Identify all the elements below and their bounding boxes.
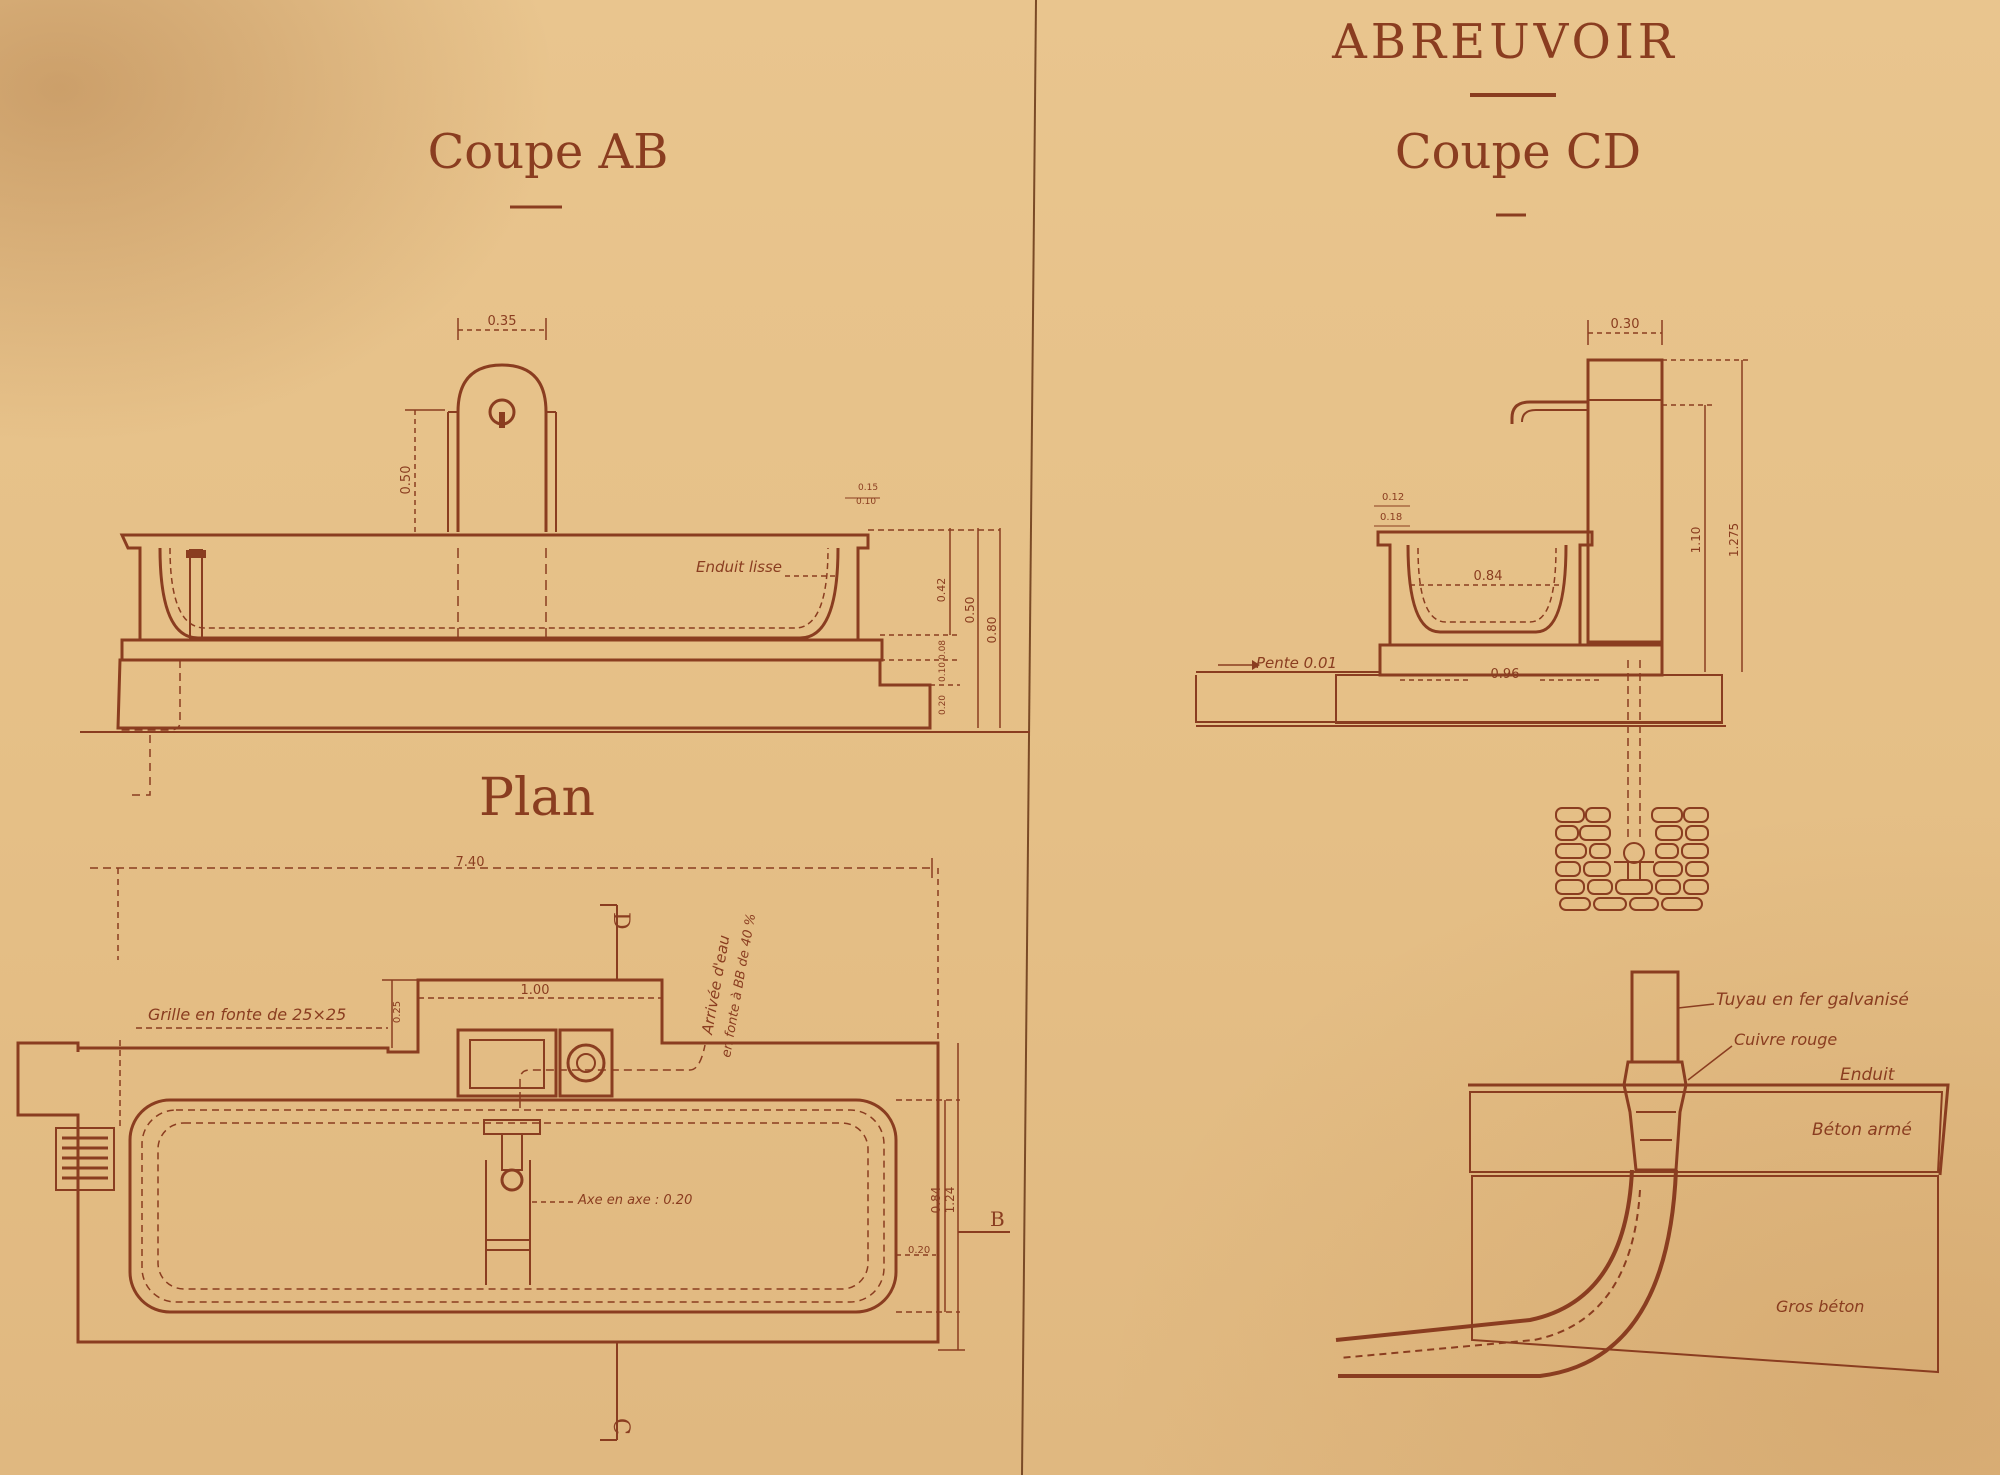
- section-marker-d: D: [608, 912, 633, 930]
- label-pente: Pente 0.01: [1256, 654, 1337, 672]
- label-axe: Axe en axe : 0.20: [577, 1193, 692, 1208]
- plan-drawing: Axe en axe : 0.20 Grille en fonte de 25×…: [16, 855, 1010, 1441]
- pipe-detail-drawing: Tuyau en fer galvanisé Cuivre rouge Endu…: [1335, 970, 1950, 1378]
- dim-ab-base-2: 0.10: [938, 662, 948, 682]
- coupe-cd-drawing: Pente 0.01 0.96 0.84 0.12 0.18 0.30 1.10…: [1195, 317, 1748, 911]
- dim-plan-niche-depth: 0.25: [392, 1001, 403, 1023]
- dim-cd-inner: 0.84: [1474, 569, 1503, 584]
- dim-cd-base: 0.96: [1491, 667, 1520, 682]
- section-marker-c: C: [608, 1418, 633, 1435]
- dim-ab-post-height: 0.50: [399, 466, 414, 495]
- label-grille: Grille en fonte de 25×25: [148, 1005, 346, 1024]
- dim-cd-height-2: 1.275: [1727, 523, 1741, 557]
- label-cuivre: Cuivre rouge: [1734, 1030, 1837, 1049]
- label-enduit-lisse: Enduit lisse: [696, 558, 782, 576]
- coupe-ab-title: Coupe AB: [428, 124, 669, 180]
- label-tuyau: Tuyau en fer galvanisé: [1716, 990, 1909, 1010]
- dim-plan-outer-width: 1.24: [943, 1187, 957, 1214]
- dim-ab-total-2: 0.80: [985, 617, 999, 644]
- dim-cd-post-width: 0.30: [1611, 317, 1640, 332]
- dim-cd-height-1: 1.10: [1689, 527, 1703, 554]
- label-enduit: Enduit: [1840, 1065, 1896, 1085]
- dim-ab-base-1: 0.08: [938, 640, 948, 660]
- dim-plan-niche-width: 1.00: [521, 983, 550, 998]
- dim-plan-inner-width: 0.84: [929, 1187, 943, 1214]
- label-gros-beton: Gros béton: [1776, 1297, 1864, 1316]
- dim-ab-rim-a: 0.15: [858, 483, 878, 493]
- dim-plan-wall: 0.20: [908, 1245, 930, 1256]
- page-fold: [1021, 0, 1037, 1475]
- main-title: ABREUVOIR: [1331, 14, 1678, 70]
- coupe-ab-drawing: 0.35 0.50 0.15 0.10 Enduit lisse 0.42 0.…: [80, 314, 1030, 796]
- dim-ab-depth: 0.42: [935, 578, 948, 603]
- coupe-cd-title: Coupe CD: [1395, 124, 1641, 180]
- dim-ab-rim-b: 0.10: [856, 497, 876, 507]
- label-arrivee-2: en fonte à BB de 40 %: [719, 912, 759, 1058]
- dim-ab-post-width: 0.35: [488, 314, 517, 329]
- section-marker-b: B: [990, 1207, 1005, 1231]
- dim-ab-total-1: 0.50: [963, 597, 977, 624]
- plan-title: Plan: [479, 768, 595, 828]
- dim-cd-rim-2: 0.18: [1380, 512, 1402, 523]
- dim-plan-length: 7.40: [456, 855, 485, 870]
- dim-ab-footing: 0.20: [938, 695, 948, 715]
- dim-cd-rim-1: 0.12: [1382, 492, 1404, 503]
- label-beton-arme: Béton armé: [1812, 1120, 1912, 1140]
